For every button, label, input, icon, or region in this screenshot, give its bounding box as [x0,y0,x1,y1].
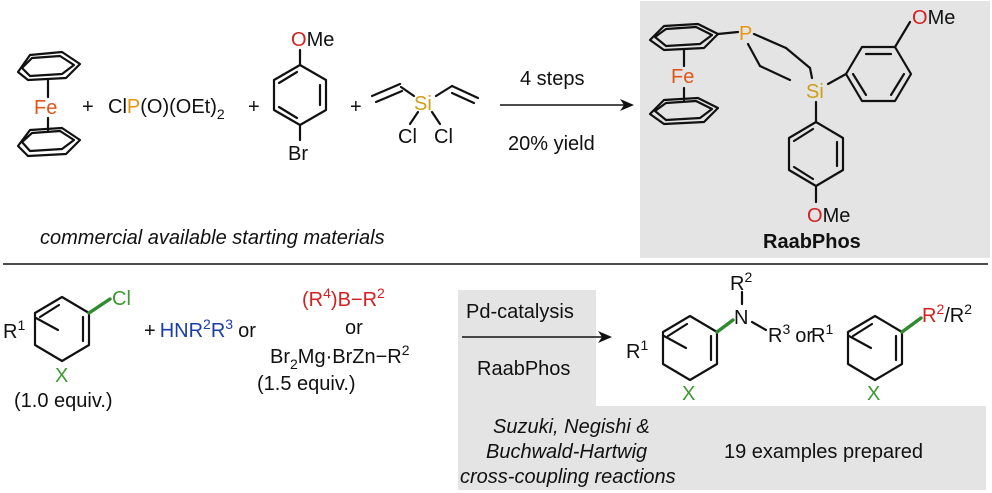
amination-n: N [734,307,748,329]
amination-r1: R1 [626,337,648,363]
raabphos-name: RaabPhos [763,231,861,253]
amination-r1-sup: 1 [640,337,648,353]
amination-r2-r: R [730,273,744,295]
raabphos-silicon: Si [806,81,824,103]
reaction-types-line3: cross-coupling reactions [460,466,676,488]
top-arrow-steps: 4 steps [520,68,584,90]
amine-reagent: +HNR2R3 or [144,316,256,342]
raabphos-o-top: O [912,7,928,29]
bottom-arrow-catalysis: Pd-catalysis [466,301,574,323]
zinc-br: Br [270,346,290,368]
amination-x: X [682,383,695,405]
reagent-equiv: (1.5 equiv.) [257,373,356,395]
boron-sup4: 4 [323,285,331,301]
starting-materials-caption: commercial available starting materials [40,227,385,249]
bottom-arrow-ligand: RaabPhos [477,358,570,380]
raabphos-me-top: Me [928,7,956,29]
silane-cl-left: Cl [398,126,417,148]
zinc-sub2: 2 [290,356,298,372]
cc-r2-slash: /R [944,305,964,327]
cc-r2-r: R [922,305,936,327]
silane-cl-right: Cl [434,126,453,148]
amine-r: R [211,320,225,342]
raabphos-phosphorus: P [739,23,752,45]
ferrocene-iron-label: Fe [34,97,57,119]
cc-product-x: X [867,383,880,405]
cc-product-r1: R1 [811,321,833,347]
zinc-sup2: 2 [402,342,410,358]
conditions-highlight-box [458,290,596,408]
raabphos-structure: Fe P Si OMe OMe [648,7,955,227]
amination-or: or [795,325,813,347]
raabphos-me-bottom: Me [823,205,851,227]
chlorophosphate-formula: ClP(O)(OEt)2 [108,96,225,122]
bromoanisole: OMe Br [272,29,334,165]
raabphos-ome-top: OMe [912,7,955,29]
aryl-chloride-r1-r: R [3,321,17,343]
bottom-reaction-arrow [462,331,612,343]
cc-r2-sup-b: 2 [964,301,972,317]
ferrocene: Fe [16,50,82,158]
boron-reagent: (R4)B−R2 [302,285,385,311]
chlorophosphate-sub: 2 [217,106,225,122]
top-arrow-yield: 20% yield [508,133,595,155]
aryl-chloride-r1: R1 [3,317,25,343]
reaction-types-highlight-box [458,406,986,490]
amination-r3-sup: 3 [782,321,790,337]
anisole-ome: OMe [291,29,334,51]
cc-r2-sup: 2 [936,301,944,317]
reaction-types-line1: Suzuki, Negishi & [493,416,650,438]
zinc-rest: Mg·BrZn−R [298,346,402,368]
chlorophosphate-p: P [127,96,140,118]
amination-r1-r: R [626,341,640,363]
raabphos-ome-bottom: OMe [807,205,850,227]
aryl-chloride-cl: Cl [112,288,131,310]
amination-r2-sup: 2 [744,269,752,285]
raabphos-iron: Fe [671,66,694,88]
cc-product-r2: R2/R2 [922,301,972,327]
silane-si: Si [414,93,432,115]
anisole-o: O [291,29,307,51]
reaction-types-line2: Buchwald-Hartwig [486,441,647,463]
amine-or: or [238,320,256,342]
aryl-chloride-x: X [55,365,68,387]
reagent-or: or [345,317,363,339]
boron-mid: )B−R [331,289,377,311]
aryl-chloride-equiv: (1.0 equiv.) [14,390,113,412]
dichlorodivinylsilane: Si Cl Cl [370,82,480,148]
raabphos-o-bottom: O [807,205,823,227]
plus-sign-2: + [248,96,260,118]
top-reaction-arrow [500,99,634,111]
boron-sup2: 2 [377,285,385,301]
cc-coupling-product: R2/R2 X R1 [811,301,972,405]
amine-hnr: HNR [160,320,203,342]
boron-open: (R [302,289,323,311]
chlorophosphate-cl: Cl [108,96,127,118]
raabphos-upper-aryl [844,45,913,103]
amination-r2: R2 [730,269,752,295]
zinc-reagent: Br2Mg·BrZn−R2 [270,342,410,372]
amine-sup2: 2 [203,316,211,332]
chlorophosphate-rest: (O)(OEt) [140,96,217,118]
examples-count: 19 examples prepared [724,441,923,463]
anisole-br: Br [288,143,308,165]
aryl-chloride-r1-sup: 1 [17,317,25,333]
plus-sign-3: + [350,96,362,118]
amination-r3: R3 or [768,321,813,347]
plus-sign-1: + [82,96,94,118]
amination-r3-r: R [768,325,782,347]
cc-r1-sup: 1 [825,321,833,337]
amine-sup3: 3 [225,316,233,332]
amine-plus: + [144,320,156,342]
cc-r1-r: R [811,325,825,347]
aryl-chloride: Cl X R1 [3,288,131,387]
anisole-me: Me [307,29,335,51]
